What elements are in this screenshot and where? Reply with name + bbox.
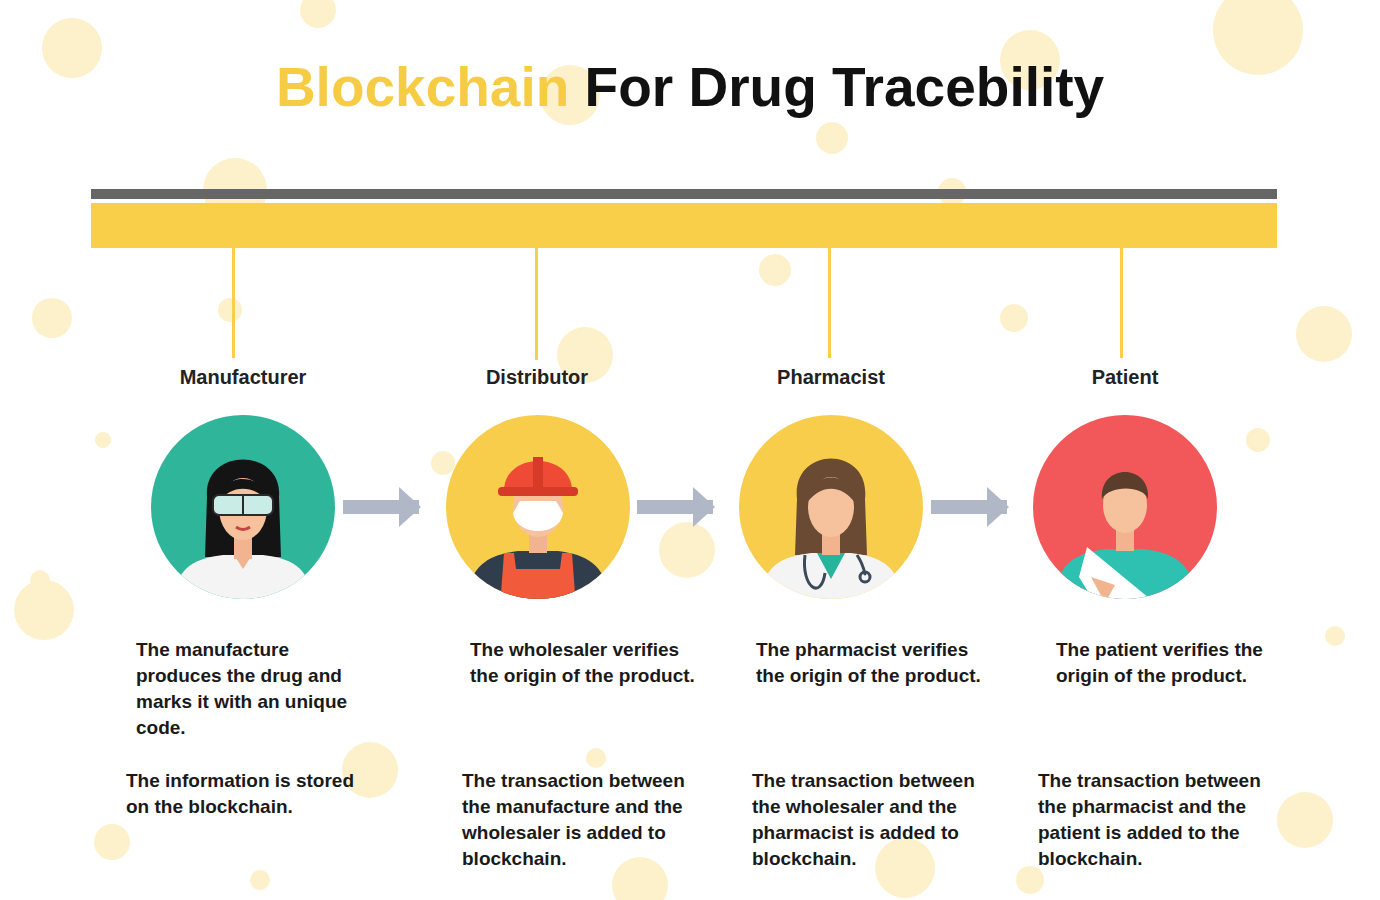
blockchain-note: The information is stored on the blockch…	[126, 768, 366, 820]
patient-figure	[1033, 415, 1217, 607]
node-description: The pharmacist verifies the origin of th…	[756, 637, 981, 689]
blockchain-note: The transaction between the wholesaler a…	[752, 768, 992, 872]
background-dots	[14, 0, 1352, 900]
title-area: Blockchain For Drug Tracebility	[0, 52, 1380, 122]
timeline-bar	[91, 189, 1277, 360]
stage-node: PatientThe patient verifies the origin o…	[975, 360, 1275, 880]
stage-node: ManufacturerThe manufacture produces the…	[93, 360, 393, 880]
flow-arrow	[931, 500, 1007, 514]
node-description: The wholesaler verifies the origin of th…	[470, 637, 695, 689]
stage-node: PharmacistThe pharmacist verifies the or…	[681, 360, 981, 880]
node-description: The manufacture produces the drug and ma…	[136, 637, 361, 741]
blockchain-note: The transaction between the manufacture …	[462, 768, 702, 872]
blockchain-note: The transaction between the pharmacist a…	[1038, 768, 1278, 872]
pharmacist-figure	[739, 415, 923, 607]
stage-circle	[1033, 415, 1217, 599]
node-heading: Pharmacist	[681, 365, 981, 389]
node-heading: Manufacturer	[93, 365, 393, 389]
distributor-figure	[446, 415, 630, 607]
node-description: The patient verifies the origin of the p…	[1056, 637, 1281, 689]
stage-circle	[445, 415, 629, 599]
flow-arrow	[343, 500, 419, 514]
flow-arrow	[637, 500, 713, 514]
node-heading: Distributor	[387, 365, 687, 389]
stage-node: DistributorThe wholesaler verifies the o…	[387, 360, 687, 880]
stage-circle	[151, 415, 335, 599]
stage-circle	[739, 415, 923, 599]
manufacturer-figure	[151, 415, 335, 607]
node-heading: Patient	[975, 365, 1275, 389]
diagram-title: Blockchain For Drug Tracebility	[276, 52, 1104, 122]
